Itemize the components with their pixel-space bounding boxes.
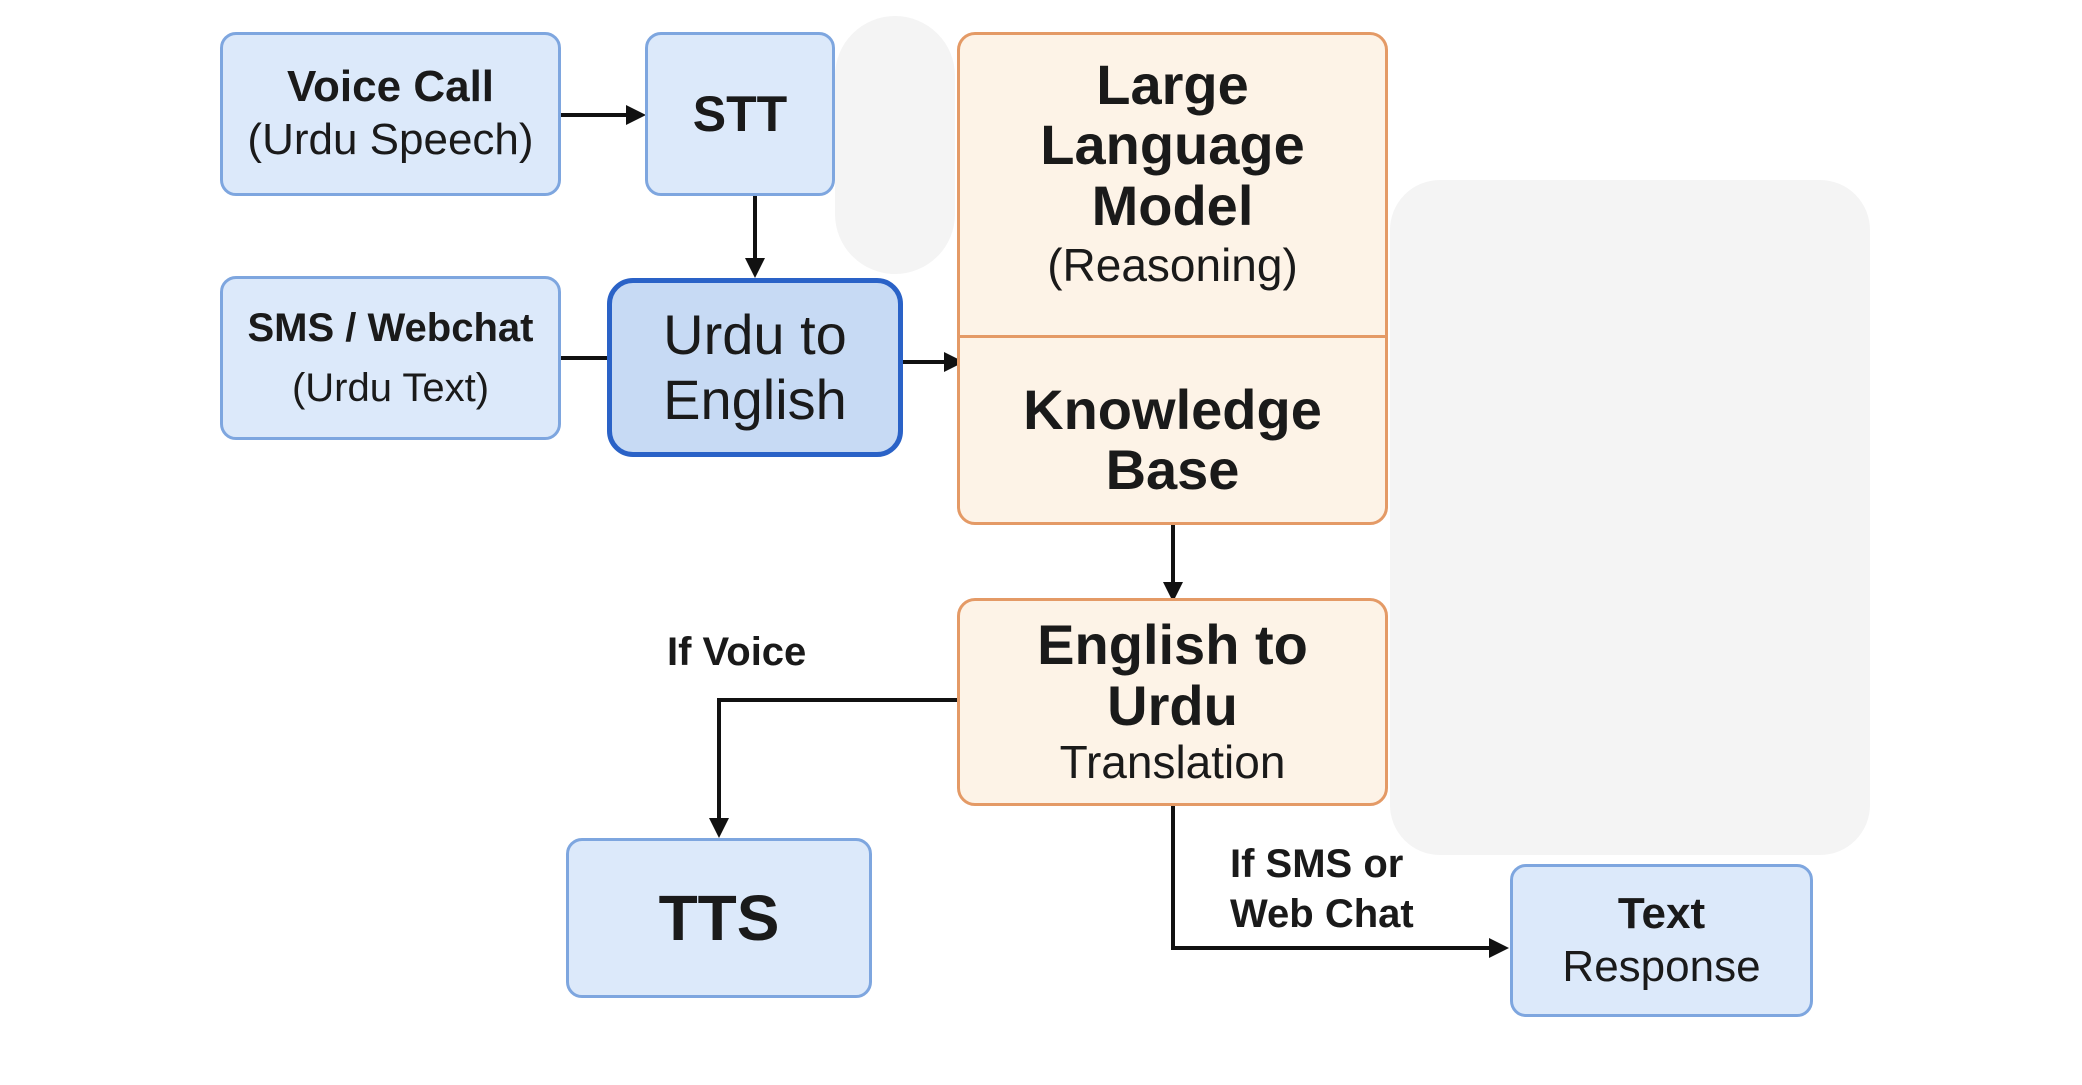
knowledge-base-line1: Knowledge	[1023, 377, 1322, 441]
knowledge-base-line2: Base	[1105, 438, 1240, 501]
background-shape-left	[835, 16, 955, 274]
voice-call-box: Voice Call (Urdu Speech)	[220, 32, 561, 196]
tts-title: TTS	[658, 882, 780, 954]
arrow-english-to-urdu-tts	[709, 698, 957, 838]
knowledge-base-section: Knowledge Base	[960, 365, 1385, 515]
text-response-title: Text	[1617, 888, 1706, 938]
english-to-urdu-line1: English to	[1037, 613, 1308, 677]
llm-line3: Model	[1091, 173, 1254, 237]
arrow-english-to-urdu-text-response	[1171, 806, 1509, 958]
tts-box: TTS	[566, 838, 872, 998]
urdu-to-english-line1: Urdu to	[663, 303, 847, 367]
llm-line2: Language	[1040, 113, 1305, 177]
urdu-to-english-line2: English	[663, 367, 847, 431]
text-response-box: Text Response	[1510, 864, 1813, 1017]
english-to-urdu-box: English to Urdu Translation	[957, 598, 1388, 806]
sms-webchat-subtitle: (Urdu Text)	[291, 366, 490, 410]
llm-knowledge-base-box: Large Language Model (Reasoning) Knowled…	[957, 32, 1388, 525]
llm-line1: Large	[1096, 53, 1249, 116]
llm-kb-divider	[960, 335, 1385, 338]
sms-webchat-box: SMS / Webchat (Urdu Text)	[220, 276, 561, 440]
voice-call-subtitle: (Urdu Speech)	[247, 115, 534, 164]
urdu-to-english-box: Urdu to English	[607, 278, 903, 457]
if-sms-label-line1: If SMS or	[1230, 842, 1404, 886]
voice-call-title: Voice Call	[286, 62, 495, 112]
english-to-urdu-subtitle: Translation	[1059, 736, 1286, 789]
llm-section: Large Language Model (Reasoning)	[960, 35, 1385, 335]
english-to-urdu-line2: Urdu	[1107, 673, 1238, 737]
stt-title: STT	[692, 86, 788, 142]
if-sms-label-line2: Web Chat	[1230, 892, 1414, 936]
sms-webchat-title: SMS / Webchat	[247, 306, 534, 350]
llm-subtitle: (Reasoning)	[1047, 239, 1298, 292]
text-response-subtitle: Response	[1562, 941, 1761, 991]
if-voice-label: If Voice	[667, 630, 807, 674]
stt-box: STT	[645, 32, 835, 196]
background-shape-right	[1390, 180, 1870, 855]
